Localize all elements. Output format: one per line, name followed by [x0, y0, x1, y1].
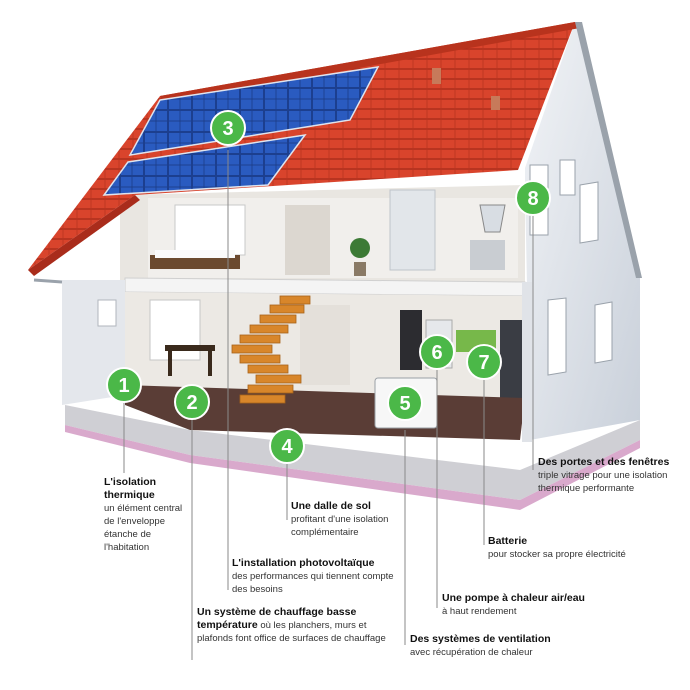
callout-batterie-desc: pour stocker sa propre électricité — [488, 549, 626, 560]
callout-isolation: L'isolation thermique un élément central… — [104, 476, 184, 554]
floor-slab — [65, 405, 640, 510]
callout-photovoltaique-desc: des performances qui tiennent compte des… — [232, 571, 394, 595]
callout-isolation-desc: un élément central de l'enveloppe étanch… — [104, 503, 183, 553]
callout-pompe: Une pompe à chaleur air/eau à haut rende… — [442, 592, 612, 618]
callout-chauffage: Un système de chauffage basse températur… — [197, 606, 397, 645]
callout-lines — [123, 150, 534, 660]
gable-wall — [522, 22, 640, 442]
callout-photovoltaique: L'installation photovoltaïque des perfor… — [232, 557, 402, 596]
callout-dalle-desc: profitant d'une isolation complémentaire — [291, 514, 389, 538]
callout-batterie: Batterie pour stocker sa propre électric… — [488, 535, 658, 561]
callout-isolation-title: L'isolation thermique — [104, 476, 157, 501]
callout-photovoltaique-title: L'installation photovoltaïque — [232, 557, 375, 569]
interior-cutaway — [120, 185, 531, 440]
callout-dalle-title: Une dalle de sol — [291, 500, 371, 512]
callout-pompe-title: Une pompe à chaleur air/eau — [442, 592, 585, 604]
callout-dalle: Une dalle de sol profitant d'une isolati… — [291, 500, 411, 539]
callout-chauffage-title: Un système de chauffage basse températur… — [197, 606, 357, 631]
solar-panels — [102, 66, 380, 196]
callout-ventilation-title: Des systèmes de ventilation — [410, 633, 551, 645]
callout-pompe-desc: à haut rendement — [442, 606, 517, 617]
callout-ventilation: Des systèmes de ventilation avec récupér… — [410, 633, 585, 659]
callout-fenetres-title: Des portes et des fenêtres — [538, 456, 670, 468]
callout-ventilation-desc: avec récupération de chaleur — [410, 647, 533, 658]
callout-batterie-title: Batterie — [488, 535, 528, 547]
callout-fenetres-desc: triple vitrage pour une isolation thermi… — [538, 470, 668, 494]
callout-fenetres: Des portes et des fenêtres triple vitrag… — [538, 456, 686, 495]
callout-chauffage-desc: où les planchers, murs et plafonds font … — [197, 620, 386, 644]
left-annex — [33, 278, 125, 405]
roof — [28, 22, 642, 278]
